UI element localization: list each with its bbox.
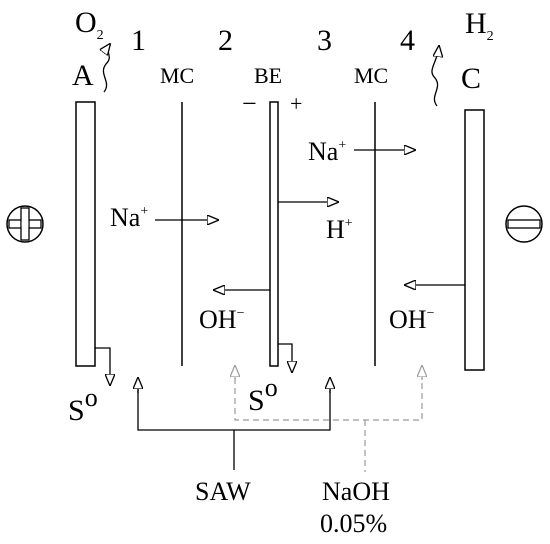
- cathode-label: C: [461, 62, 481, 95]
- naoh-feed-lines: [235, 366, 422, 472]
- bipolar-minus-sign: −: [242, 89, 257, 118]
- cathode-plate: [464, 109, 485, 371]
- hydrogen-gas-arrow: [431, 46, 439, 107]
- sulfur-arrow-2: [278, 343, 292, 372]
- na-ion-label-1: Na+: [110, 203, 148, 232]
- bipolar-electrode: [269, 101, 279, 367]
- naoh-label: NaOH: [322, 477, 390, 506]
- minus-circle-icon: [505, 205, 543, 243]
- compartment-1-label: 1: [131, 24, 146, 57]
- oh-ion-label-1: OH−: [199, 305, 245, 334]
- compartment-4-label: 4: [400, 24, 415, 57]
- h-ion-label: H+: [326, 215, 353, 244]
- bipolar-plus-sign: +: [290, 91, 302, 116]
- anode-label: A: [72, 59, 94, 92]
- sulfur-label-2: So: [248, 373, 278, 417]
- bipolar-label: BE: [254, 63, 282, 88]
- compartment-2-label: 2: [218, 24, 233, 57]
- naoh-concentration-label: 0.05%: [320, 509, 387, 538]
- membrane-right-label: MC: [354, 63, 388, 88]
- oh-ion-label-2: OH−: [389, 305, 435, 334]
- saw-label: SAW: [195, 477, 251, 506]
- sulfur-label-1: So: [68, 383, 98, 427]
- oxygen-label: O2: [75, 6, 104, 43]
- saw-feed-lines: [138, 378, 330, 470]
- membrane-left-label: MC: [160, 63, 194, 88]
- oxygen-gas-arrow: [103, 44, 110, 93]
- sulfur-arrow-1: [95, 347, 110, 385]
- compartment-3-label: 3: [317, 24, 332, 57]
- anode-plate: [75, 101, 96, 367]
- plus-circle-icon: [6, 205, 44, 243]
- na-ion-label-2: Na+: [308, 137, 346, 166]
- hydrogen-label: H2: [465, 7, 494, 44]
